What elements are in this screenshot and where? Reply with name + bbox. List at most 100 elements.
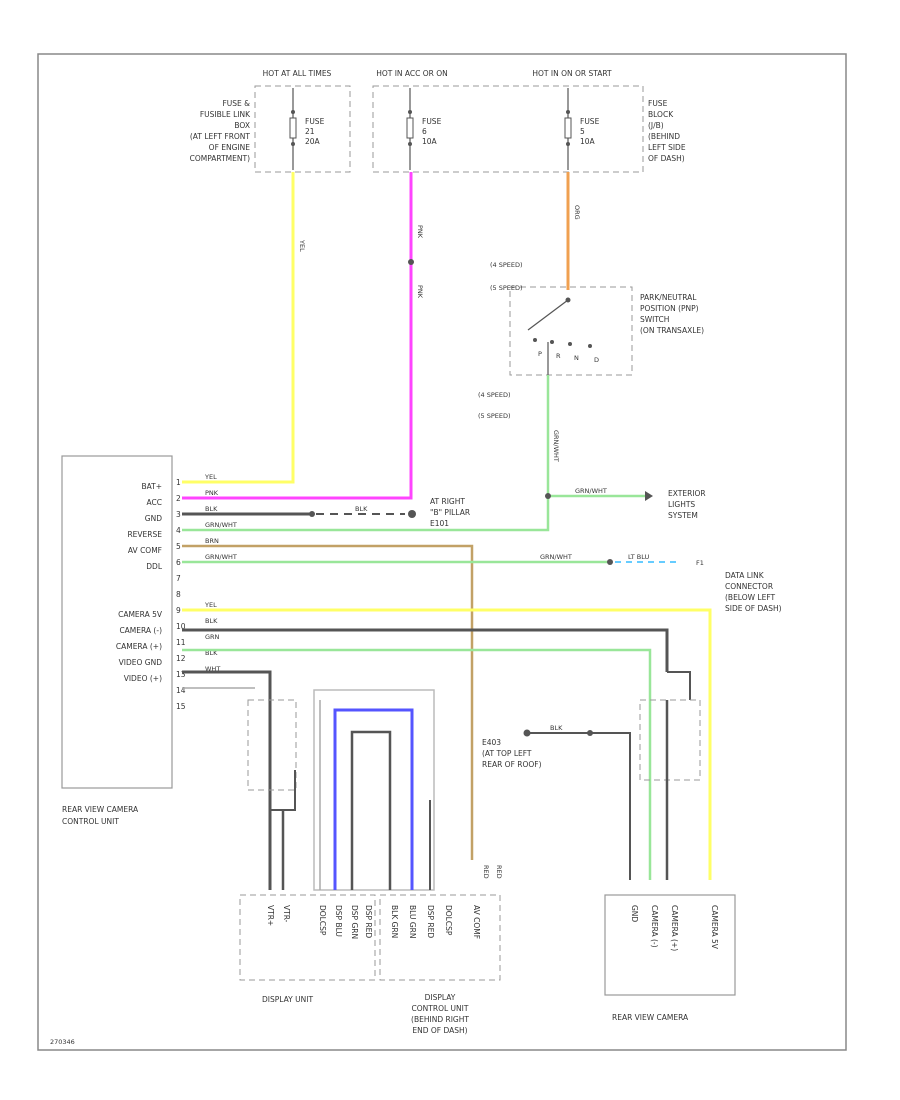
svg-text:END OF DASH): END OF DASH): [412, 1026, 467, 1035]
power-label-acc: HOT IN ACC OR ON: [376, 69, 448, 78]
svg-text:OF DASH): OF DASH): [648, 154, 685, 163]
svg-text:(BEHIND RIGHT: (BEHIND RIGHT: [411, 1015, 469, 1024]
svg-text:DSP BLU: DSP BLU: [334, 905, 343, 937]
svg-text:SWITCH: SWITCH: [640, 315, 669, 324]
wire-label-yel-bat: YEL: [204, 473, 217, 481]
svg-text:CAMERA (-): CAMERA (-): [119, 626, 162, 635]
svg-text:FUSIBLE LINK: FUSIBLE LINK: [200, 110, 251, 119]
svg-text:8: 8: [176, 590, 181, 599]
fuse-block-label: FUSE BLOCK (J/B) (BEHIND LEFT SIDE OF DA…: [648, 99, 686, 163]
svg-text:R: R: [556, 352, 561, 360]
svg-text:FUSE: FUSE: [580, 117, 600, 126]
svg-text:12: 12: [176, 654, 186, 663]
wire-label-wht-vid: WHT: [205, 665, 220, 673]
wire-label-blk-e403: BLK: [550, 724, 563, 732]
wire-label-brn: BRN: [205, 537, 219, 545]
wire-label-org: ORG: [573, 205, 581, 220]
svg-text:DISPLAY: DISPLAY: [425, 993, 456, 1002]
svg-text:"B" PILLAR: "B" PILLAR: [430, 508, 470, 517]
rear-view-camera: [604, 894, 736, 996]
wire-yel-camera5v: [182, 608, 712, 880]
pnp-speed-c: (4 SPEED): [478, 391, 511, 399]
power-label-run: HOT IN ON OR START: [532, 69, 612, 78]
svg-text:6: 6: [422, 127, 427, 136]
wire-blk-camera-shield: [667, 671, 691, 700]
svg-text:11: 11: [176, 638, 186, 647]
wire-label-red-b: RED: [495, 865, 503, 879]
svg-text:CAMERA (+): CAMERA (+): [670, 905, 679, 951]
wire-label-pnk-top: PNK: [416, 225, 424, 239]
svg-text:VIDEO (+): VIDEO (+): [124, 674, 162, 683]
svg-text:P: P: [538, 350, 542, 358]
wire-blu-display: [333, 708, 414, 890]
wire-label-blk-vgnd: BLK: [205, 649, 218, 657]
svg-text:(ON TRANSAXLE): (ON TRANSAXLE): [640, 326, 704, 335]
control-unit-label: REAR VIEW CAMERA CONTROL UNIT: [62, 805, 139, 826]
svg-text:VTR-: VTR-: [282, 905, 291, 923]
svg-text:CONNECTOR: CONNECTOR: [725, 582, 773, 591]
svg-text:6: 6: [176, 558, 181, 567]
svg-text:10: 10: [176, 622, 186, 631]
wire-label-blk-e101: BLK: [355, 505, 368, 513]
wire-label-blk-cam: BLK: [205, 617, 218, 625]
pnp-switch-contacts: P R N D: [527, 297, 599, 375]
wire-blk-e403: [530, 732, 631, 880]
diagram-id: 270346: [50, 1038, 75, 1046]
wire-blk-camera-neg: [182, 628, 669, 672]
svg-text:BLK GRN: BLK GRN: [390, 905, 399, 938]
svg-text:E101: E101: [430, 519, 449, 528]
pnp-speed-b: (5 SPEED): [490, 284, 523, 292]
wire-label-grn-cam: GRN: [205, 633, 220, 641]
dlc-pin: F1: [696, 559, 704, 567]
svg-text:E403: E403: [482, 738, 501, 747]
splice-pnk: [408, 259, 414, 265]
wire-brn-avcomf: [182, 544, 474, 860]
wire-label-yel-5v: YEL: [204, 601, 217, 609]
svg-text:OF ENGINE: OF ENGINE: [209, 143, 251, 152]
dlc-label: DATA LINK CONNECTOR (BELOW LEFT SIDE OF …: [725, 571, 782, 613]
control-unit-pin-names: BAT+ ACC GND REVERSE AV COMF DDL CAMERA …: [116, 482, 163, 683]
wire-grn-camera-pos: [182, 648, 652, 880]
control-unit-pin-numbers: 1 2 3 4 5 6 7 8 9 10 11 12 13 14 15: [176, 478, 186, 711]
rear-view-camera-label: REAR VIEW CAMERA: [612, 1013, 689, 1022]
svg-text:VTR+: VTR+: [266, 905, 275, 926]
display-control-pins: BLK GRN BLU GRN DSP RED DOLCSP AV COMF: [390, 905, 481, 939]
svg-text:PARK/NEUTRAL: PARK/NEUTRAL: [640, 293, 697, 302]
svg-text:POSITION (PNP): POSITION (PNP): [640, 304, 699, 313]
svg-text:D: D: [594, 356, 599, 364]
svg-text:LEFT SIDE: LEFT SIDE: [648, 143, 686, 152]
wire-blk-display: [350, 730, 392, 890]
fuse-block-box: [372, 85, 644, 173]
camera-shield: [639, 699, 701, 781]
wire-label-grnwht-rev: GRN/WHT: [205, 521, 237, 529]
camera-pins: GND CAMERA (-) CAMERA (+) CAMERA 5V: [630, 905, 719, 951]
svg-text:1: 1: [176, 478, 181, 487]
svg-text:14: 14: [176, 686, 186, 695]
display-harness-outline: [313, 689, 435, 891]
svg-text:10A: 10A: [580, 137, 596, 146]
ground-e101: [408, 510, 416, 518]
wire-label-red-a: RED: [482, 865, 490, 879]
svg-text:AT RIGHT: AT RIGHT: [430, 497, 465, 506]
svg-text:(AT LEFT FRONT: (AT LEFT FRONT: [190, 132, 251, 141]
display-unit-pins: VTR+ VTR- DOLCSP DSP BLU DSP GRN DSP RED: [266, 905, 373, 939]
svg-text:5: 5: [176, 542, 181, 551]
svg-text:SIDE OF DASH): SIDE OF DASH): [725, 604, 782, 613]
wire-label-yel-top: YEL: [298, 239, 306, 252]
svg-text:FUSE: FUSE: [305, 117, 325, 126]
svg-text:20A: 20A: [305, 137, 321, 146]
power-label-all-times: HOT AT ALL TIMES: [263, 69, 332, 78]
wire-label-ltblu: LT BLU: [628, 553, 650, 561]
svg-text:15: 15: [176, 702, 186, 711]
svg-text:SYSTEM: SYSTEM: [668, 511, 698, 520]
svg-text:DSP RED: DSP RED: [426, 905, 435, 938]
rear-view-camera-control-unit: [61, 455, 173, 789]
svg-text:DOLCSP: DOLCSP: [444, 905, 453, 936]
fuse-link-box: [254, 85, 351, 173]
svg-text:BOX: BOX: [234, 121, 250, 130]
svg-text:N: N: [574, 354, 579, 362]
svg-text:CAMERA 5V: CAMERA 5V: [710, 905, 719, 950]
svg-text:(BELOW LEFT: (BELOW LEFT: [725, 593, 776, 602]
wire-blk-video-shield: [270, 770, 296, 811]
svg-text:VIDEO GND: VIDEO GND: [119, 658, 163, 667]
